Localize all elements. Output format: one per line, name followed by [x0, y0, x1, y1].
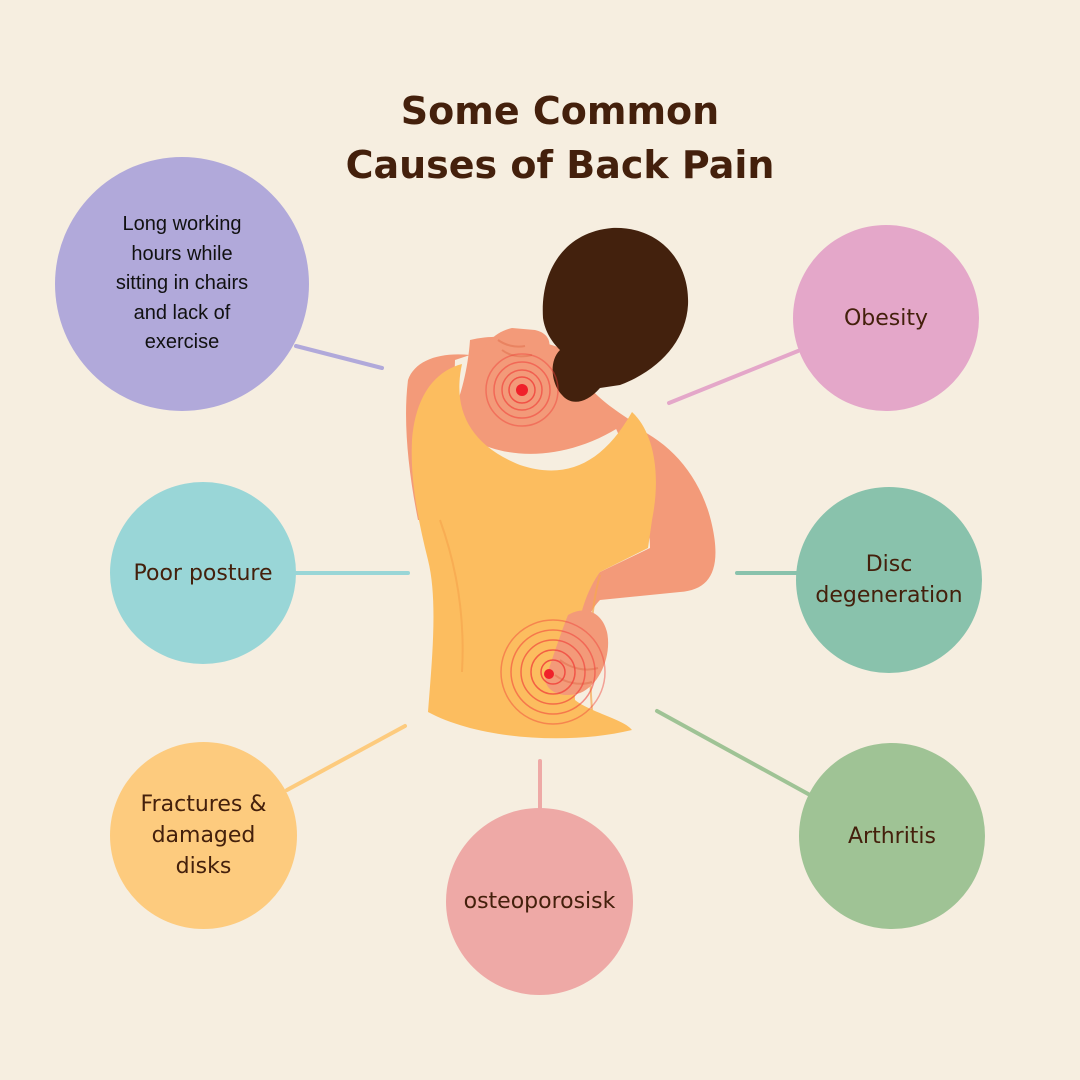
- lower-back-pain-indicator: [500, 619, 606, 725]
- back-hand: [545, 610, 609, 696]
- cause-fractures-line: Fractures &: [140, 792, 267, 817]
- cause-obesity: Obesity: [793, 225, 979, 411]
- cause-poor-posture-label: Poor posture: [133, 560, 273, 586]
- cause-fractures: Fractures & damaged disks: [110, 742, 297, 929]
- title-line-2: Causes of Back Pain: [345, 143, 775, 187]
- cause-long-working-hours-line: Long working: [122, 213, 242, 236]
- cause-disc-degeneration: Disc degeneration: [796, 487, 982, 673]
- connector-long-hours: [294, 344, 384, 370]
- neck-hand: [480, 328, 550, 371]
- cause-arthritis: Arthritis: [799, 743, 985, 929]
- cause-long-working-hours-line: hours while: [131, 242, 233, 265]
- cause-fractures-line: disks: [175, 854, 232, 879]
- cause-disc-degeneration-line: Disc: [865, 552, 913, 577]
- page-title: Some Common Causes of Back Pain: [240, 84, 880, 192]
- connector-arthritis: [655, 709, 812, 797]
- cause-long-working-hours: Long working hours while sitting in chai…: [55, 157, 309, 411]
- cause-osteoporosis-label: osteoporosisk: [463, 889, 616, 914]
- cause-long-working-hours-line: sitting in chairs: [115, 272, 249, 295]
- neck-pain-indicator: [485, 353, 559, 427]
- cause-osteoporosis: osteoporosisk: [446, 808, 633, 995]
- cause-fractures-line: damaged: [151, 823, 256, 848]
- cause-obesity-label: Obesity: [843, 305, 929, 331]
- cause-disc-degeneration-line: degeneration: [815, 583, 963, 608]
- cause-long-working-hours-line: exercise: [144, 331, 220, 354]
- woman-figure: [406, 227, 716, 739]
- cause-long-working-hours-line: and lack of: [133, 301, 231, 324]
- connector-fractures: [285, 724, 407, 792]
- cause-poor-posture: Poor posture: [110, 482, 296, 664]
- right-arm: [560, 420, 716, 655]
- tank-top: [411, 364, 656, 739]
- connector-obesity: [667, 349, 800, 405]
- hair: [542, 227, 689, 402]
- cause-arthritis-label: Arthritis: [847, 823, 937, 849]
- title-line-1: Some Common: [400, 89, 720, 133]
